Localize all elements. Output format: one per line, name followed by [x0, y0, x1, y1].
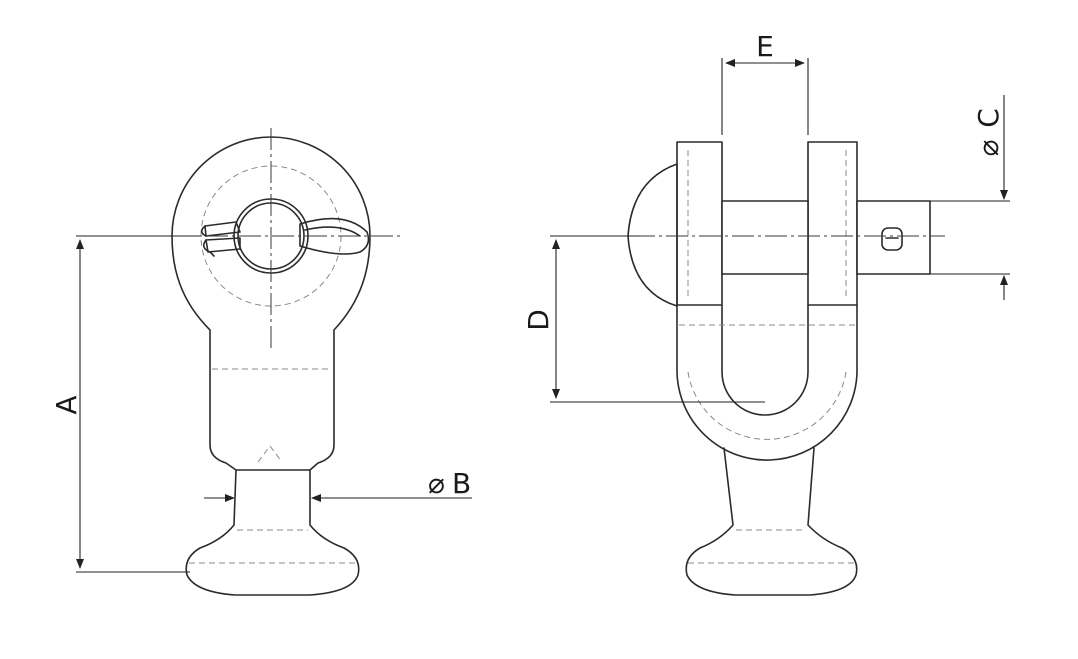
cotter-hole — [881, 227, 903, 251]
clevis-body — [676, 141, 858, 461]
front-view — [140, 128, 400, 596]
label-e: E — [756, 30, 774, 63]
neck-outline — [185, 469, 360, 596]
diameter-symbol-c: ⌀ — [972, 140, 1005, 157]
dimension-a: A — [50, 235, 200, 573]
pin-head — [627, 163, 678, 307]
eye-body-outline — [171, 136, 371, 471]
dimension-e: E — [721, 30, 809, 135]
diameter-symbol-b: ⌀ — [428, 467, 445, 500]
dimension-d: D — [522, 235, 765, 403]
side-view — [600, 141, 945, 596]
side-neck-outline — [685, 447, 858, 596]
label-d: D — [522, 309, 555, 331]
pin-shaft — [721, 200, 809, 275]
dimension-b: ⌀ B — [204, 467, 472, 502]
label-c: C — [972, 108, 1005, 128]
label-b: B — [452, 467, 471, 500]
label-a: A — [50, 395, 83, 414]
cotter-pin — [204, 217, 370, 255]
dimension-c: ⌀ C — [930, 95, 1010, 300]
